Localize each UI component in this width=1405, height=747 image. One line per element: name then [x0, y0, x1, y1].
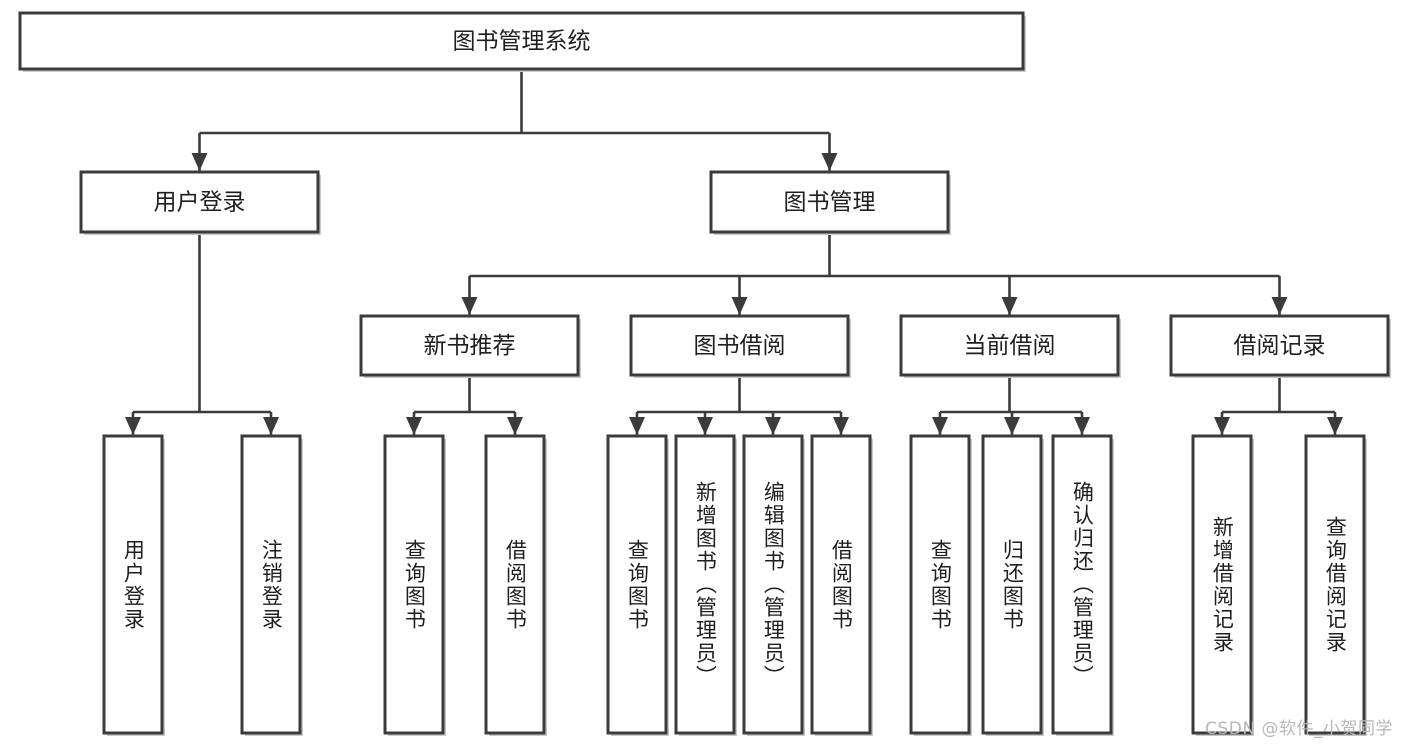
node-leaf-query-book-borrow[interactable]: [606, 434, 669, 736]
edges-layer: [125, 69, 1343, 436]
edge-group-root: [191, 69, 838, 172]
edge-group-book-borrow: [629, 375, 849, 436]
node-leaf-edit-book[interactable]: [742, 434, 805, 736]
node-leaf-confirm-return[interactable]: [1051, 434, 1114, 736]
watermark-text: CSDN @软件_小贺同学: [1205, 719, 1393, 739]
node-book-manage[interactable]: 图书管理: [709, 170, 951, 235]
node-leaf-query-record[interactable]: [1304, 434, 1367, 736]
node-leaf-query-book-cur[interactable]: [909, 434, 972, 736]
node-label: 当前借阅: [964, 333, 1056, 359]
node-label: 图书管理系统: [453, 29, 591, 55]
node-leaf-user-logout[interactable]: [240, 434, 303, 736]
node-leaf-add-book[interactable]: [674, 434, 737, 736]
node-leaf-add-record[interactable]: [1191, 434, 1254, 736]
node-borrow-record[interactable]: 借阅记录: [1169, 314, 1391, 378]
node-leaf-borrow-book[interactable]: [810, 434, 873, 736]
node-leaf-borrow-book-rec[interactable]: [484, 434, 547, 736]
node-label: 图书借阅: [694, 333, 786, 359]
node-leaf-query-book-rec[interactable]: [383, 434, 446, 736]
node-label: 图书管理: [784, 190, 876, 216]
edge-group-current-borrow: [932, 375, 1090, 436]
node-label: 新书推荐: [424, 333, 516, 359]
node-label: 用户登录: [154, 190, 246, 216]
node-current-borrow[interactable]: 当前借阅: [899, 314, 1121, 378]
node-new-book-rec[interactable]: 新书推荐: [359, 314, 581, 378]
node-label: 借阅记录: [1234, 333, 1326, 359]
node-user-login[interactable]: 用户登录: [79, 170, 321, 235]
edge-group-borrow-record: [1214, 375, 1343, 436]
edge-group-book-manage: [461, 232, 1288, 316]
node-leaf-user-login[interactable]: [102, 434, 165, 736]
edge-group-new-book-rec: [406, 375, 523, 436]
node-leaf-return-book[interactable]: [981, 434, 1044, 736]
edge-group-user-login: [125, 232, 279, 436]
node-root[interactable]: 图书管理系统: [18, 11, 1026, 72]
node-book-borrow[interactable]: 图书借阅: [629, 314, 851, 378]
